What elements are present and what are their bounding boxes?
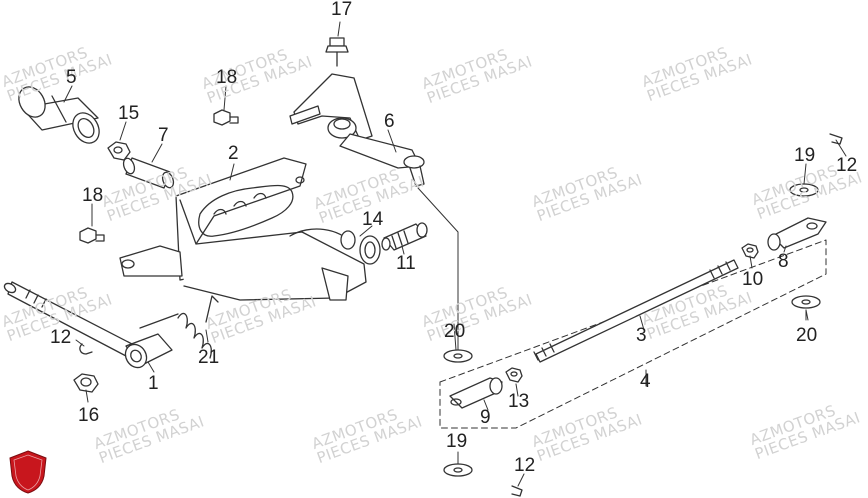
spring-21 (139, 295, 219, 359)
clevis-8 (767, 217, 827, 251)
callout-20-right: 20 (796, 325, 818, 346)
callout-10: 10 (742, 269, 764, 290)
nut-13 (505, 367, 523, 383)
callout-2: 2 (228, 143, 239, 164)
spacer-7 (122, 157, 175, 189)
washer-19-top (789, 183, 819, 197)
callout-19-bottom: 19 (446, 431, 468, 452)
callout-17: 17 (331, 0, 353, 20)
callout-3: 3 (636, 325, 647, 346)
brand-logo (8, 450, 48, 494)
callout-12-left: 12 (50, 327, 72, 348)
callout-8: 8 (778, 251, 789, 272)
assembly-box-4 (439, 239, 827, 429)
clevis-9 (449, 377, 503, 409)
clip-12-left (79, 343, 93, 355)
callout-15: 15 (118, 103, 140, 124)
part-14 (340, 230, 381, 265)
washer-19-bottom (443, 463, 473, 477)
callout-19-top: 19 (794, 145, 816, 166)
callout-13: 13 (508, 391, 530, 412)
bolt-17 (325, 37, 349, 67)
clip-12-bottom (511, 485, 523, 497)
callout-5: 5 (66, 67, 77, 88)
nut-15 (107, 141, 131, 161)
callout-12-top: 12 (836, 155, 858, 176)
callout-18: 18 (216, 67, 238, 88)
bolt-18-top (213, 109, 239, 126)
adjuster-11 (381, 222, 428, 251)
callout-6: 6 (384, 111, 395, 132)
clip-12-top-right (829, 133, 843, 145)
callout-1: 1 (148, 373, 159, 394)
callout-16: 16 (78, 405, 100, 426)
bolt-18-left (79, 227, 105, 244)
callout-14: 14 (362, 209, 384, 230)
bushing-5 (18, 86, 100, 144)
callout-4: 4 (640, 371, 651, 392)
callout-7: 7 (158, 125, 169, 146)
callout-20-left: 20 (444, 321, 466, 342)
washer-20-left (443, 349, 473, 363)
rod-3 (533, 259, 739, 363)
nut-16 (73, 373, 99, 393)
bracket-2 (119, 157, 367, 301)
nut-10 (741, 243, 759, 259)
shield-icon (9, 450, 47, 494)
callout-21: 21 (198, 347, 220, 368)
washer-20-right (791, 295, 821, 309)
callout-11: 11 (396, 253, 416, 274)
lever-6 (289, 73, 425, 187)
callout-12-bottom: 12 (514, 455, 536, 476)
callout-18-left: 18 (82, 185, 104, 206)
callout-9: 9 (480, 407, 491, 428)
shaft-1 (3, 281, 173, 369)
